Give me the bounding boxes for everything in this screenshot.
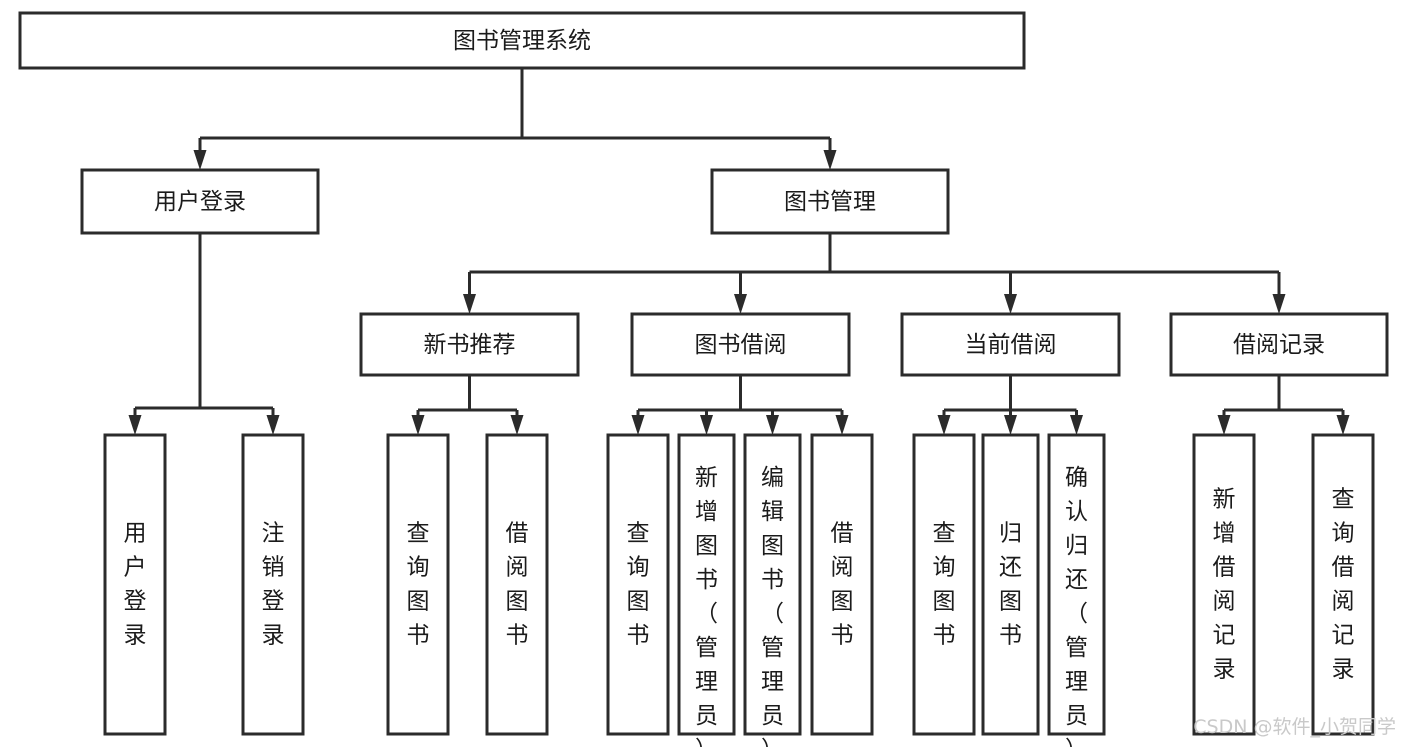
node-box-current-borrow <box>900 312 1121 377</box>
node-leaf-borrow-book-2[interactable]: 借阅图书 <box>810 433 874 736</box>
node-label-leaf-return-book: 归还图书 <box>999 520 1022 648</box>
node-leaf-edit-book[interactable]: 编辑图书（管理员） <box>743 433 802 747</box>
connector-group-new-book-rec <box>411 375 524 435</box>
node-box-leaf-borrow-book-1 <box>485 433 549 736</box>
node-label-book-borrow: 图书借阅 <box>695 332 787 358</box>
node-box-borrow-record <box>1169 312 1389 377</box>
node-book-borrow[interactable]: 图书借阅 <box>630 312 851 377</box>
node-current-borrow[interactable]: 当前借阅 <box>900 312 1121 377</box>
node-label-leaf-query-book-1: 查询图书 <box>407 520 430 648</box>
node-label-leaf-logout: 注销登录 <box>262 520 285 648</box>
node-leaf-return-book[interactable]: 归还图书 <box>981 433 1040 736</box>
node-leaf-add-book[interactable]: 新增图书（管理员） <box>677 433 736 747</box>
node-label-leaf-query-book-3: 查询图书 <box>933 520 956 648</box>
node-box-book-manage <box>710 168 950 235</box>
node-box-leaf-edit-book <box>743 433 802 736</box>
node-box-user-login <box>80 168 320 235</box>
node-label-leaf-edit-book: 编辑图书（管理员） <box>761 465 784 747</box>
node-box-leaf-return-book <box>981 433 1040 736</box>
node-layer: 图书管理系统用户登录图书管理新书推荐图书借阅当前借阅借阅记录用户登录注销登录查询… <box>18 11 1389 747</box>
node-borrow-record[interactable]: 借阅记录 <box>1169 312 1389 377</box>
connector-group-root <box>193 68 837 170</box>
node-leaf-borrow-book-1[interactable]: 借阅图书 <box>485 433 549 736</box>
node-leaf-query-book-1[interactable]: 查询图书 <box>386 433 450 736</box>
node-label-leaf-add-record: 新增借阅记录 <box>1213 486 1236 682</box>
node-book-manage[interactable]: 图书管理 <box>710 168 950 235</box>
connector-layer <box>128 68 1350 435</box>
node-box-leaf-add-book <box>677 433 736 736</box>
node-label-root: 图书管理系统 <box>453 28 591 54</box>
node-box-leaf-borrow-book-2 <box>810 433 874 736</box>
connector-group-borrow-record <box>1217 375 1350 435</box>
node-label-leaf-user-login: 用户登录 <box>124 520 147 648</box>
connector-group-book-manage <box>463 233 1286 314</box>
node-label-user-login: 用户登录 <box>154 189 246 215</box>
csdn-watermark: CSDN @软件_小贺同学 <box>1193 716 1396 738</box>
node-box-leaf-query-book-3 <box>912 433 976 736</box>
node-label-leaf-query-record: 查询借阅记录 <box>1332 486 1355 682</box>
connector-group-user-login <box>128 233 280 435</box>
node-leaf-query-book-2[interactable]: 查询图书 <box>606 433 670 736</box>
node-label-leaf-borrow-book-2: 借阅图书 <box>831 520 854 648</box>
node-label-borrow-record: 借阅记录 <box>1233 332 1325 358</box>
node-leaf-add-record[interactable]: 新增借阅记录 <box>1192 433 1256 736</box>
node-label-leaf-borrow-book-1: 借阅图书 <box>506 520 529 648</box>
node-leaf-confirm-return[interactable]: 确认归还（管理员） <box>1047 433 1106 747</box>
node-box-leaf-add-record <box>1192 433 1256 736</box>
node-user-login[interactable]: 用户登录 <box>80 168 320 235</box>
node-box-leaf-logout <box>241 433 305 736</box>
node-box-root <box>18 11 1026 70</box>
node-label-new-book-rec: 新书推荐 <box>424 332 516 358</box>
connector-group-current-borrow <box>937 375 1083 435</box>
node-box-book-borrow <box>630 312 851 377</box>
node-label-leaf-add-book: 新增图书（管理员） <box>695 465 718 747</box>
node-label-leaf-query-book-2: 查询图书 <box>627 520 650 648</box>
node-label-leaf-confirm-return: 确认归还（管理员） <box>1065 465 1088 747</box>
node-leaf-user-login[interactable]: 用户登录 <box>103 433 167 736</box>
node-box-new-book-rec <box>359 312 580 377</box>
connector-group-book-borrow <box>631 375 849 435</box>
node-new-book-rec[interactable]: 新书推荐 <box>359 312 580 377</box>
node-leaf-logout[interactable]: 注销登录 <box>241 433 305 736</box>
node-label-book-manage: 图书管理 <box>784 189 876 215</box>
node-box-leaf-confirm-return <box>1047 433 1106 736</box>
node-box-leaf-query-book-1 <box>386 433 450 736</box>
node-root[interactable]: 图书管理系统 <box>18 11 1026 70</box>
node-box-leaf-query-record <box>1311 433 1375 736</box>
node-leaf-query-book-3[interactable]: 查询图书 <box>912 433 976 736</box>
node-leaf-query-record[interactable]: 查询借阅记录 <box>1311 433 1375 736</box>
node-label-current-borrow: 当前借阅 <box>965 332 1057 358</box>
node-box-leaf-user-login <box>103 433 167 736</box>
node-box-leaf-query-book-2 <box>606 433 670 736</box>
